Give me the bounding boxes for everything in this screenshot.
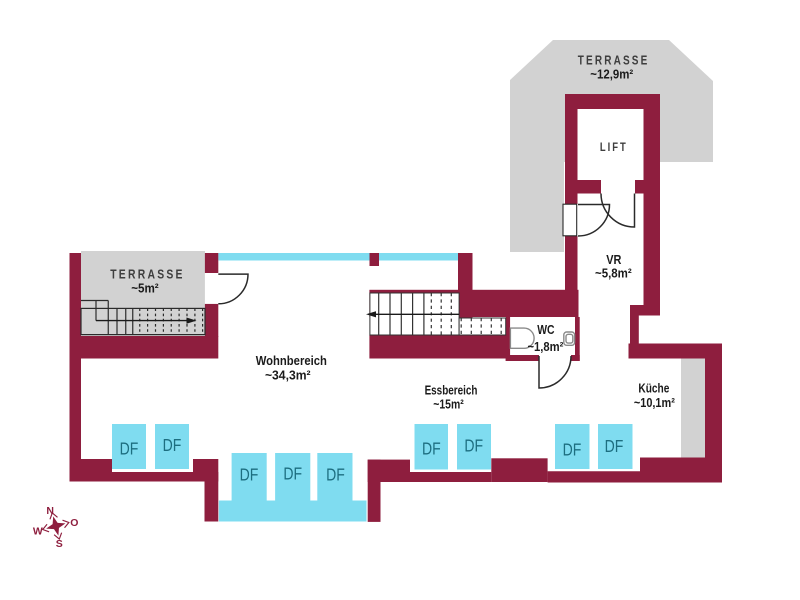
svg-text:WC: WC <box>537 323 555 337</box>
svg-text:Essbereich: Essbereich <box>425 384 478 397</box>
svg-text:LIFT: LIFT <box>600 141 628 154</box>
svg-text:DF: DF <box>240 465 259 485</box>
svg-text:~15m²: ~15m² <box>433 397 463 411</box>
svg-text:~34,3m²: ~34,3m² <box>265 368 311 382</box>
svg-text:O: O <box>70 517 78 529</box>
svg-text:DF: DF <box>163 436 182 456</box>
svg-text:S: S <box>56 538 63 550</box>
svg-text:W: W <box>33 525 43 537</box>
svg-text:DF: DF <box>120 439 139 459</box>
svg-text:VR: VR <box>606 252 621 267</box>
svg-text:~5,8m²: ~5,8m² <box>595 266 632 281</box>
svg-text:DF: DF <box>464 436 483 456</box>
svg-text:~5m²: ~5m² <box>131 281 158 296</box>
svg-text:TERRASSE: TERRASSE <box>578 53 650 68</box>
svg-text:DF: DF <box>283 464 302 484</box>
svg-text:N: N <box>46 505 54 517</box>
svg-text:DF: DF <box>605 436 624 456</box>
svg-text:~12,9m²: ~12,9m² <box>590 67 633 82</box>
svg-text:DF: DF <box>422 439 441 459</box>
svg-text:~10,1m²: ~10,1m² <box>634 395 675 410</box>
svg-text:DF: DF <box>563 440 582 460</box>
svg-text:~1,8m²: ~1,8m² <box>527 339 563 354</box>
svg-text:Wohnbereich: Wohnbereich <box>256 353 327 368</box>
svg-text:DF: DF <box>326 465 345 485</box>
svg-text:Küche: Küche <box>638 381 669 395</box>
svg-text:TERRASSE: TERRASSE <box>110 268 185 282</box>
